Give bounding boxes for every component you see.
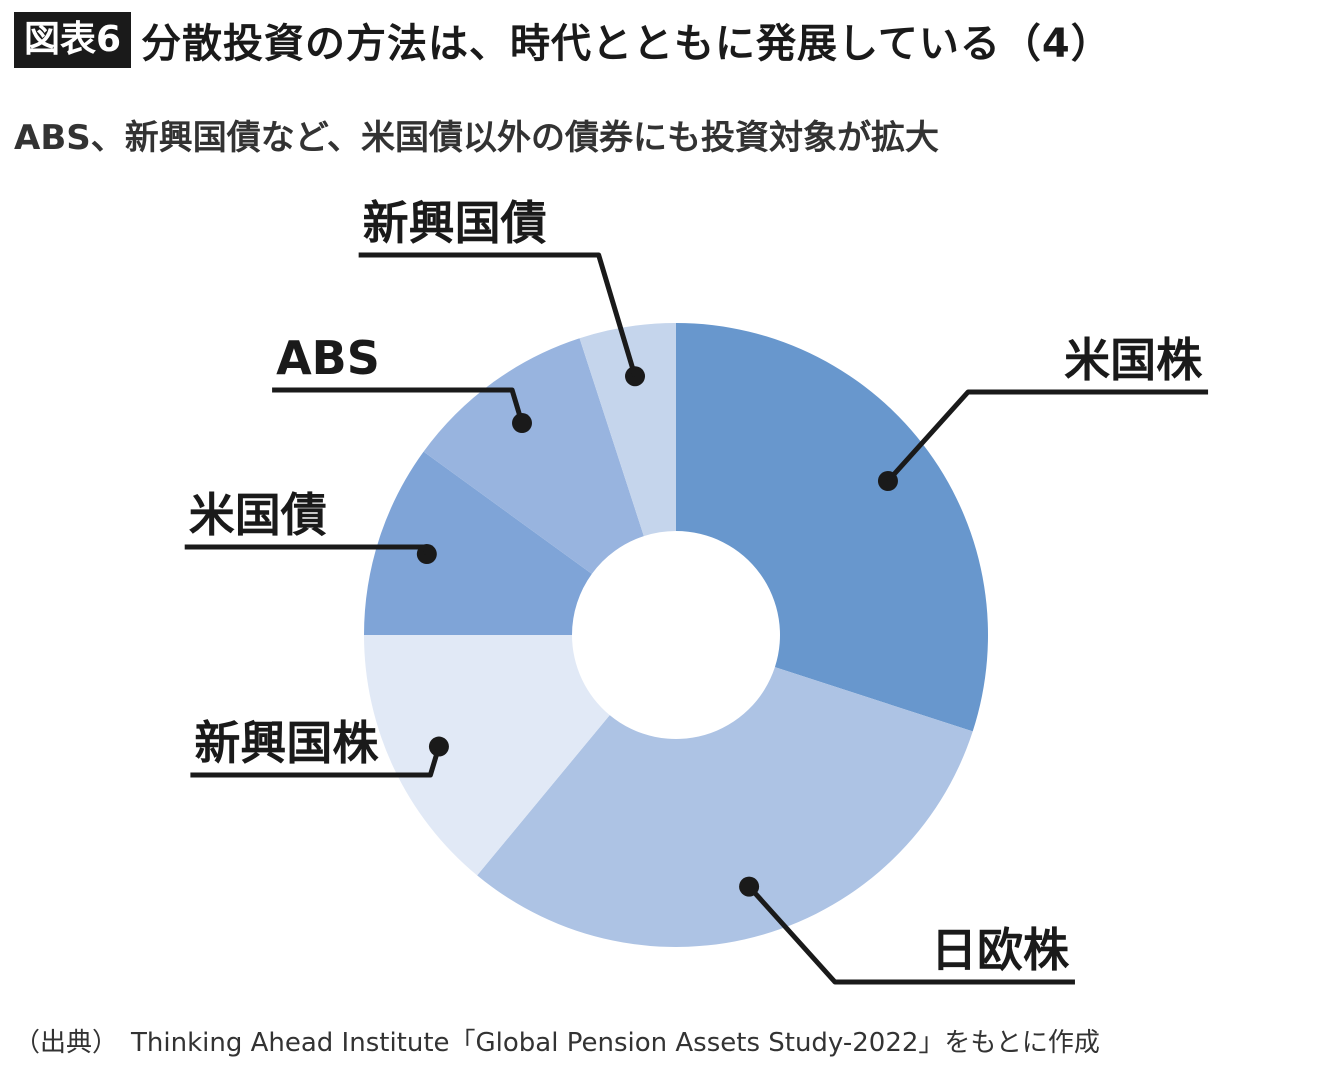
chart-header: 図表6 分散投資の方法は、時代とともに発展している（4） [14, 10, 1112, 70]
leader-4: ABS [272, 331, 533, 434]
slice-label-1: 日欧株 [931, 923, 1070, 977]
slice-1 [477, 667, 973, 948]
leader-line-4 [272, 387, 525, 424]
slice-label-5: 新興国債 [363, 196, 547, 250]
leader-line-0 [886, 389, 1209, 483]
slice-label-4: ABS [276, 331, 380, 385]
slice-5 [579, 323, 676, 537]
leader-0: 米国株 [877, 333, 1209, 492]
source-note: （出典） Thinking Ahead Institute「Global Pen… [14, 1028, 1100, 1058]
leader-1: 日欧株 [739, 876, 1075, 985]
leader-line-2 [190, 745, 442, 778]
leader-line-1 [747, 884, 1075, 985]
slice-label-0: 米国株 [1064, 333, 1203, 387]
figure-badge: 図表6 [14, 12, 132, 68]
leader-line-3 [184, 544, 430, 555]
slice-label-3: 米国債 [189, 488, 327, 542]
slice-2 [364, 635, 610, 876]
slice-label-2: 新興国株 [194, 716, 379, 770]
leader-3: 米国債 [184, 488, 437, 565]
slice-0 [676, 323, 988, 732]
chart-subtitle: ABS、新興国債など、米国債以外の債券にも投資対象が拡大 [14, 118, 940, 158]
leader-5: 新興国債 [358, 196, 646, 387]
chart-title: 分散投資の方法は、時代とともに発展している（4） [141, 21, 1112, 67]
slice-4 [423, 338, 644, 574]
leader-2: 新興国株 [190, 716, 449, 778]
slice-3 [364, 451, 592, 635]
leader-line-5 [358, 252, 638, 377]
